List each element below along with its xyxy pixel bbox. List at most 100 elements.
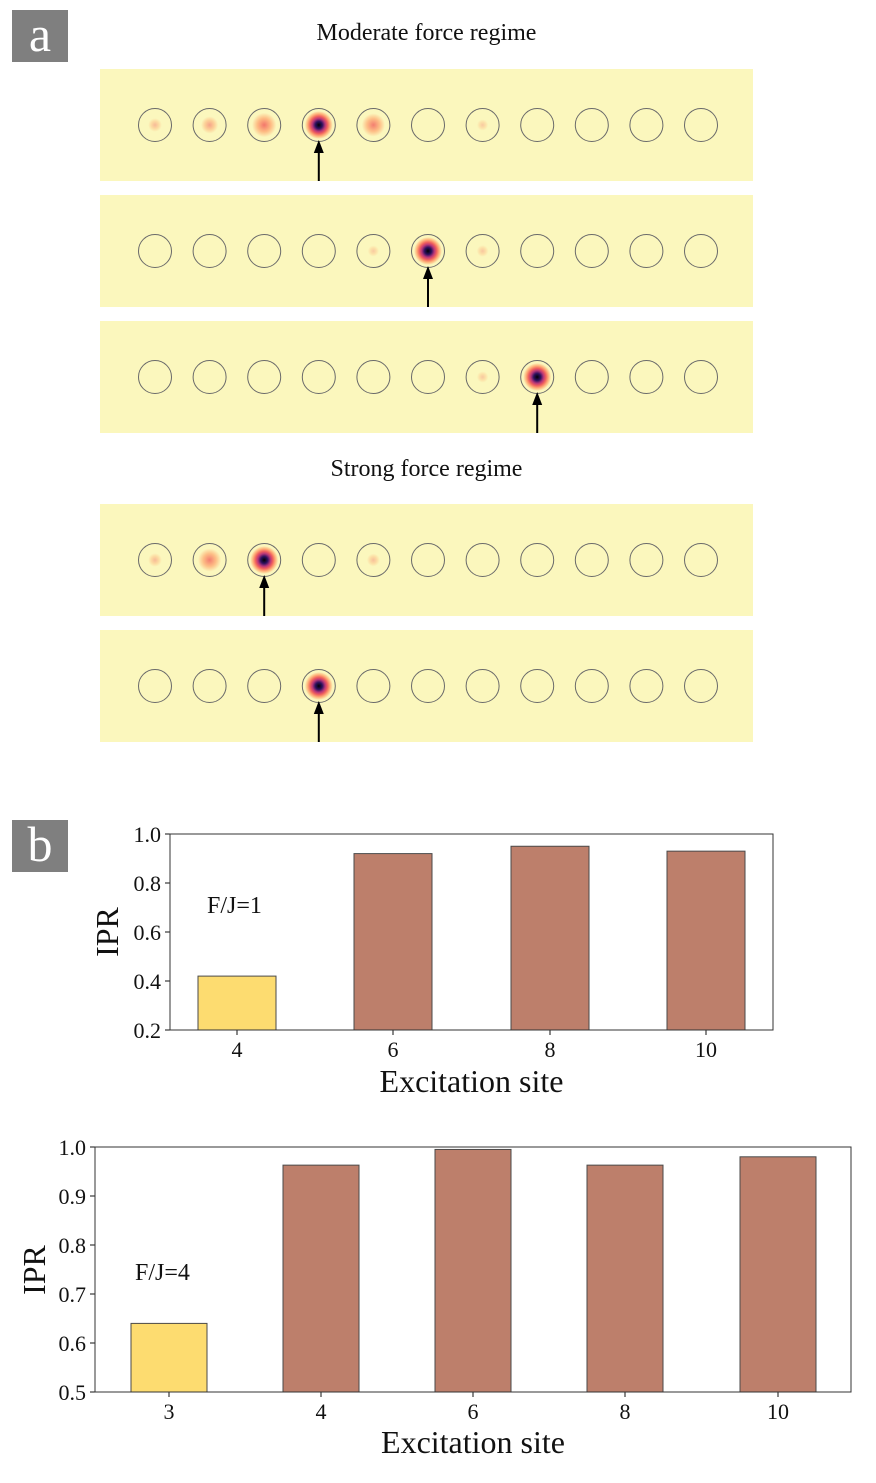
excitation-glow <box>477 119 489 131</box>
lattice-site <box>684 543 718 577</box>
lattice-svg <box>138 108 718 181</box>
moderate-regime-title: Moderate force regime <box>316 20 537 46</box>
lattice-site <box>356 108 391 142</box>
lattice-site <box>520 234 555 268</box>
bar <box>282 1164 360 1393</box>
lattice-site <box>356 669 391 703</box>
lattice-site <box>411 669 445 703</box>
y-tick-label: 0.4 <box>134 969 162 994</box>
excitation-arrow-head <box>423 266 433 279</box>
lattice-svg <box>138 543 718 616</box>
y-tick-label: 0.6 <box>59 1331 87 1356</box>
lattice-site <box>192 234 227 268</box>
x-axis-label: Excitation site <box>380 1063 564 1099</box>
lattice-site <box>192 669 227 703</box>
excitation-glow <box>198 548 222 572</box>
lattice-site <box>356 360 391 394</box>
lattice-site <box>465 234 500 268</box>
x-tick-label: 10 <box>767 1399 789 1424</box>
lattice-svg <box>138 234 718 307</box>
x-axis-label: Excitation site <box>381 1424 565 1460</box>
lattice-site <box>465 108 500 142</box>
lattice-site <box>192 543 227 577</box>
x-tick-label: 6 <box>388 1037 399 1062</box>
y-axis-label: IPR <box>16 1244 52 1294</box>
y-tick-label: 0.5 <box>59 1380 87 1405</box>
lattice-site <box>138 360 172 394</box>
excitation-glow <box>476 371 489 383</box>
excitation-arrow-head <box>532 392 543 405</box>
lattice-site <box>356 543 391 577</box>
excitation-arrow-head <box>259 575 270 588</box>
lattice-site <box>574 543 609 577</box>
lattice-site <box>247 108 282 142</box>
x-tick-label: 10 <box>695 1037 717 1062</box>
bar <box>510 845 590 1031</box>
x-tick-label: 4 <box>232 1037 243 1062</box>
y-tick-label: 0.2 <box>134 1018 162 1043</box>
lattice-strip <box>100 195 753 307</box>
lattice-site <box>684 108 718 142</box>
lattice-site <box>520 543 555 577</box>
lattice-strip <box>100 321 753 433</box>
strong-regime-title: Strong force regime <box>330 456 523 482</box>
panel-b-label: b <box>12 819 68 872</box>
y-tick-label: 1.0 <box>59 1135 87 1160</box>
excitation-arrow-head <box>313 140 324 153</box>
lattice-site <box>574 669 609 703</box>
bar <box>739 1156 817 1393</box>
lattice-site <box>411 360 445 394</box>
excitation-glow <box>367 245 379 257</box>
lattice-svg <box>138 360 718 433</box>
lattice-site <box>247 234 282 268</box>
lattice-site <box>629 360 664 394</box>
lattice-site <box>301 234 336 268</box>
y-axis-label: IPR <box>89 906 125 956</box>
y-tick-label: 0.9 <box>59 1184 87 1209</box>
excitation-arrow-head <box>313 701 324 714</box>
lattice-site <box>138 108 172 142</box>
lattice-strip <box>100 69 753 181</box>
excitation-glow <box>366 553 380 567</box>
x-tick-label: 8 <box>545 1037 556 1062</box>
lattice-site <box>192 360 227 394</box>
lattice-site <box>247 360 282 394</box>
lattice-site <box>574 360 609 394</box>
y-tick-label: 0.6 <box>134 920 162 945</box>
lattice-site <box>411 108 445 142</box>
lattice-strip <box>100 630 753 742</box>
bar-chart-2: 3 4 6 8 10 0.5 0.6 0.7 0.8 0.9 1.0F/J=4 IPR Excitati… <box>16 1135 852 1460</box>
excitation-glow <box>252 112 277 138</box>
bar <box>666 850 746 1031</box>
lattice-strip <box>100 504 753 616</box>
x-tick-label: 3 <box>164 1399 175 1424</box>
x-tick-label: 8 <box>620 1399 631 1424</box>
lattice-site <box>684 360 718 394</box>
bar <box>353 853 433 1031</box>
lattice-site <box>465 360 500 394</box>
plot-frame <box>169 833 774 1031</box>
excitation-glow <box>304 672 333 700</box>
lattice-site <box>138 234 172 268</box>
lattice-site <box>411 543 445 577</box>
excitation-glow <box>523 363 552 391</box>
x-tick-label: 4 <box>316 1399 327 1424</box>
force-annotation: F/J=4 <box>135 1260 190 1286</box>
lattice-site <box>301 360 336 394</box>
lattice-site <box>684 669 718 703</box>
bar <box>586 1164 664 1393</box>
lattice-site <box>629 108 664 142</box>
lattice-site <box>465 543 500 577</box>
bar <box>434 1148 512 1393</box>
y-tick-label: 0.8 <box>59 1233 87 1258</box>
y-tick-label: 0.8 <box>134 871 162 896</box>
lattice-site <box>356 234 391 268</box>
excitation-glow <box>361 113 385 137</box>
x-tick-label: 6 <box>468 1399 479 1424</box>
lattice-site <box>629 543 664 577</box>
excitation-glow <box>250 546 279 574</box>
y-tick-label: 0.7 <box>59 1282 87 1307</box>
excitation-glow <box>304 111 333 139</box>
